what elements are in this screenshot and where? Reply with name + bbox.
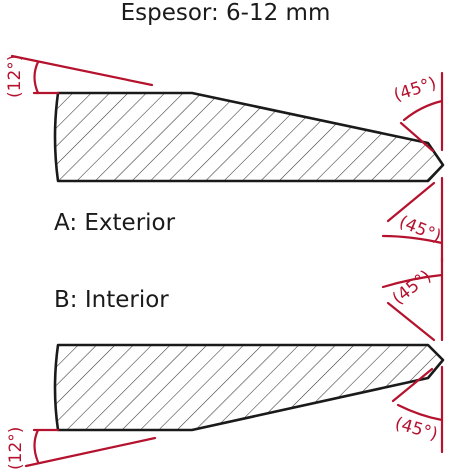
angle-line-bottom-right-lower-diagonal — [391, 367, 434, 403]
angle-label-top-left: (12°) — [5, 55, 25, 98]
angle-label-bottom-left: (12°) — [6, 427, 26, 470]
angle-label-top-right-upper: (45°) — [391, 73, 438, 105]
profile-a — [53, 91, 445, 183]
angle-line-bottom-right-upper-diagonal — [386, 301, 436, 342]
angle-arc-bottom-left — [33, 428, 40, 464]
angle-arc-bottom-right-upper — [381, 273, 444, 289]
angle-label-bottom-right-upper: (45°) — [389, 266, 436, 308]
label-exterior: A: Exterior — [54, 210, 176, 236]
angle-line-top-right-lower-diagonal — [386, 181, 436, 223]
angle-arc-top-right-lower — [381, 234, 444, 245]
angle-line-top-left-slope — [10, 54, 154, 87]
angle-label-top-right-lower: (45°) — [396, 212, 444, 247]
profile-b — [53, 343, 445, 432]
angle-line-top-right-upper-diagonal — [399, 121, 435, 153]
angle-arc-bottom-right-lower — [396, 403, 444, 422]
angle-line-bottom-left-slope — [24, 436, 157, 468]
angle-arc-top-right-upper — [402, 99, 444, 122]
angle-arc-top-left — [33, 60, 40, 95]
thickness-title: Espesor: 6-12 mm — [120, 0, 331, 26]
label-interior: B: Interior — [54, 287, 169, 313]
